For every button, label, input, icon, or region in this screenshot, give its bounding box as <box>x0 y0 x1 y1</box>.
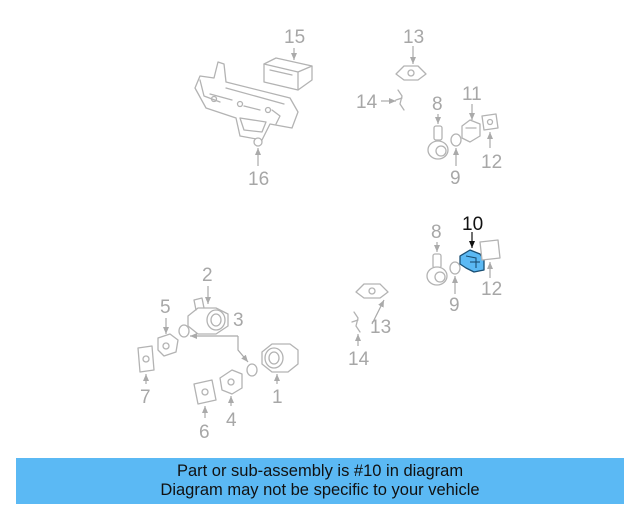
part-14-lower <box>351 311 361 333</box>
part-15-module <box>263 57 313 91</box>
part-14-upper <box>395 89 405 111</box>
callout-14-upper: 14 <box>356 92 378 113</box>
part-12-lower-pad <box>479 239 501 261</box>
part-9-lower-ring <box>449 261 461 275</box>
part-13-lower <box>355 283 389 299</box>
part-10-holder-highlighted[interactable] <box>459 249 485 273</box>
part-12-upper-pad <box>481 113 499 131</box>
callout-3: 3 <box>233 310 244 331</box>
part-3-ring-b <box>246 363 258 377</box>
callout-6: 6 <box>199 422 210 443</box>
leader-lines <box>143 46 493 418</box>
part-6-pad <box>193 379 217 405</box>
callout-9-lower: 9 <box>449 295 460 316</box>
callout-7: 7 <box>140 387 151 408</box>
callout-11: 11 <box>462 84 482 105</box>
banner-line-part-number: Part or sub-assembly is #10 in diagram <box>176 462 464 480</box>
part-4-holder <box>219 369 243 395</box>
callout-13-lower: 13 <box>370 317 391 338</box>
callout-5: 5 <box>160 297 171 318</box>
part-13-upper <box>395 65 427 81</box>
banner-line-disclaimer: Diagram may not be specific to your vehi… <box>160 481 480 499</box>
part-2-sensor <box>187 297 229 335</box>
callout-12-upper: 12 <box>481 152 502 173</box>
callout-14-lower: 14 <box>348 349 370 370</box>
callout-8-upper: 8 <box>432 94 443 115</box>
part-7-pad <box>137 345 155 373</box>
callout-2: 2 <box>202 265 213 286</box>
info-banner: Part or sub-assembly is #10 in diagram D… <box>16 458 624 504</box>
part-3-ring-a <box>178 324 190 338</box>
callout-16: 16 <box>248 169 269 190</box>
part-8-lower-sensor <box>426 253 448 286</box>
callout-15: 15 <box>284 27 305 48</box>
callout-8-lower: 8 <box>431 222 442 243</box>
part-11-upper-holder <box>461 119 481 143</box>
parts-diagram: 15 13 14 8 11 12 9 16 10 8 12 9 2 5 3 13… <box>137 27 502 443</box>
callout-10-highlighted: 10 <box>462 214 483 235</box>
part-16-bracket <box>194 61 299 147</box>
part-8-upper-sensor <box>427 125 449 160</box>
part-1-sensor <box>261 343 299 373</box>
part-9-upper-ring <box>450 133 462 147</box>
part-5-holder <box>157 333 179 357</box>
callout-4: 4 <box>226 410 237 431</box>
callout-9-upper: 9 <box>450 168 461 189</box>
callout-1: 1 <box>272 387 283 408</box>
callout-13-upper: 13 <box>403 27 424 48</box>
callout-12-lower: 12 <box>481 279 502 300</box>
